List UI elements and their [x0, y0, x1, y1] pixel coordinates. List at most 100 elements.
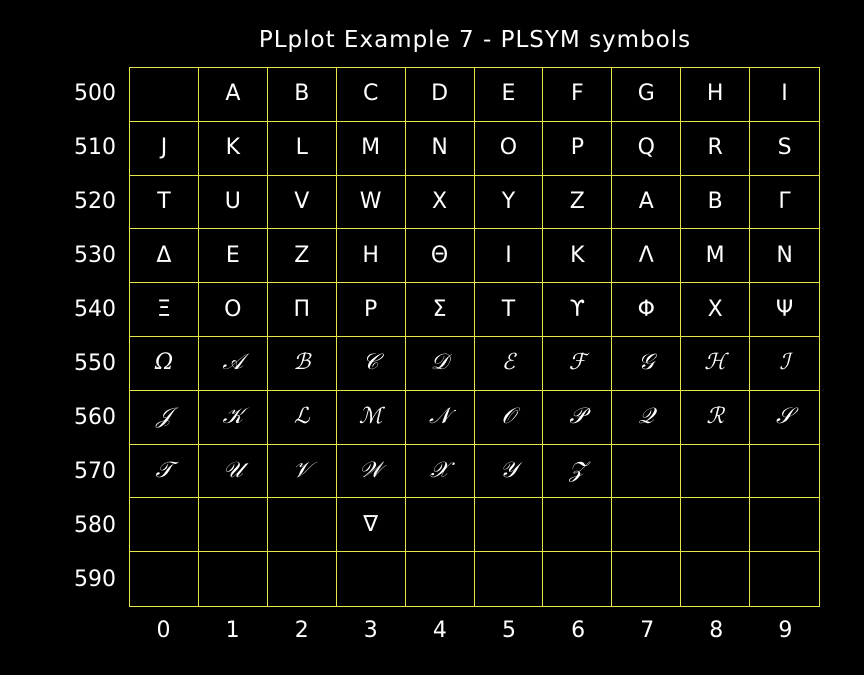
symbol-cell: P — [336, 283, 406, 337]
row-label: 590 — [74, 567, 116, 592]
symbol-cell: J — [130, 121, 199, 176]
symbol-cell: Σ — [405, 283, 475, 337]
symbol-cell: L — [267, 121, 337, 176]
symbol-cell: A — [198, 68, 268, 122]
symbol-cell: ℋ — [681, 336, 751, 391]
symbol-cell: 𝒪 — [474, 390, 544, 445]
symbol-cell: I — [474, 229, 544, 284]
symbol-cell: ϒ — [543, 283, 613, 337]
symbol-cell: 𝒰 — [198, 444, 268, 499]
symbol-cell: ∇ — [336, 498, 406, 553]
symbol-cell — [130, 498, 199, 553]
symbol-cell: A — [612, 175, 682, 230]
symbol-cell: P — [543, 121, 613, 176]
column-label: 8 — [709, 618, 724, 643]
symbol-cell — [612, 498, 682, 553]
symbol-cell — [750, 445, 819, 499]
symbol-cell: 𝒳 — [405, 444, 475, 499]
row-label: 550 — [74, 351, 116, 376]
symbol-cell: G — [612, 68, 682, 122]
symbol-cell: D — [405, 68, 475, 122]
symbol-cell: H — [681, 68, 751, 122]
symbol-cell: Θ — [405, 229, 475, 284]
symbol-cell: E — [198, 229, 268, 284]
column-label: 3 — [363, 618, 378, 643]
symbol-cell: W — [336, 175, 406, 230]
symbol-cell: 𝒩 — [405, 390, 475, 445]
symbol-cell: T — [474, 283, 544, 337]
column-label: 9 — [778, 618, 793, 643]
symbol-cell — [681, 444, 751, 499]
symbol-cell: 𝒴 — [474, 444, 544, 499]
symbol-cell: 𝒦 — [198, 390, 268, 445]
column-label: 4 — [432, 618, 447, 643]
symbol-cell: V — [267, 175, 337, 230]
column-label: 2 — [294, 618, 309, 643]
symbol-cell — [681, 498, 751, 553]
symbol-cell: Q — [612, 121, 682, 176]
symbol-cell — [406, 552, 475, 606]
symbol-cell — [612, 552, 682, 606]
row-label: 530 — [74, 243, 116, 268]
symbol-cell: B — [681, 175, 751, 230]
symbol-cell — [543, 552, 613, 606]
column-label: 5 — [502, 618, 516, 643]
row-label: 570 — [74, 459, 116, 484]
symbol-cell: Λ — [612, 229, 682, 284]
symbol-cell: S — [750, 122, 819, 176]
symbol-cell: 𝒲 — [336, 444, 406, 499]
column-label: 0 — [156, 618, 171, 643]
symbol-cell: E — [474, 68, 544, 122]
symbol-cell — [267, 498, 337, 553]
symbol-cell — [268, 552, 337, 606]
symbol-cell: Γ — [750, 176, 819, 230]
symbol-cell: ℱ — [543, 336, 613, 391]
symbol-cell — [474, 498, 544, 553]
symbol-cell: 𝒫 — [543, 390, 613, 445]
symbol-cell: ℬ — [267, 336, 337, 391]
symbol-cell: N — [405, 121, 475, 176]
symbol-cell: M — [681, 229, 751, 284]
symbol-cell: Ψ — [750, 283, 819, 337]
symbol-cell — [750, 552, 819, 606]
symbol-cell: F — [543, 68, 613, 122]
symbol-cell: C — [336, 68, 406, 122]
symbol-cell: Y — [474, 175, 544, 230]
symbol-cell: 𝒞 — [336, 336, 406, 391]
row-label: 540 — [74, 297, 116, 322]
symbol-cell: ℐ — [750, 337, 819, 391]
symbol-cell: ℳ — [336, 390, 406, 445]
symbol-cell: 𝒯 — [130, 444, 199, 499]
symbol-cell — [130, 552, 199, 606]
symbol-cell: ℒ — [267, 390, 337, 445]
symbol-cell: N — [750, 229, 819, 284]
symbol-cell: X — [405, 175, 475, 230]
symbol-cell: 𝒥 — [130, 390, 199, 445]
symbol-cell — [405, 498, 475, 553]
symbol-cell: X — [681, 283, 751, 337]
symbol-cell: 𝒮 — [750, 391, 819, 445]
symbol-cell: Ξ — [130, 283, 199, 337]
symbol-cell — [750, 498, 819, 553]
symbol-cell: Z — [267, 229, 337, 284]
symbol-cell: K — [198, 121, 268, 176]
column-label: 1 — [225, 618, 240, 643]
row-label: 520 — [74, 189, 116, 214]
symbol-cell: Φ — [612, 283, 682, 337]
symbol-cell: M — [336, 121, 406, 176]
symbol-cell — [612, 444, 682, 499]
symbol-cell: Π — [267, 283, 337, 337]
plot-title: PLplot Example 7 - PLSYM symbols — [258, 27, 692, 53]
row-label: 500 — [74, 81, 116, 106]
symbol-cell: U — [198, 175, 268, 230]
row-label: 510 — [74, 135, 116, 160]
symbol-cell: Z — [543, 175, 613, 230]
symbol-cell — [337, 552, 406, 606]
symbol-cell: K — [543, 229, 613, 284]
symbol-cell: H — [336, 229, 406, 284]
symbol-cell — [198, 498, 268, 553]
symbol-cell: 𝒵 — [543, 444, 613, 499]
column-label: 6 — [571, 618, 586, 643]
symbol-cell: Ω — [130, 336, 199, 391]
symbol-cell: Δ — [130, 229, 199, 284]
